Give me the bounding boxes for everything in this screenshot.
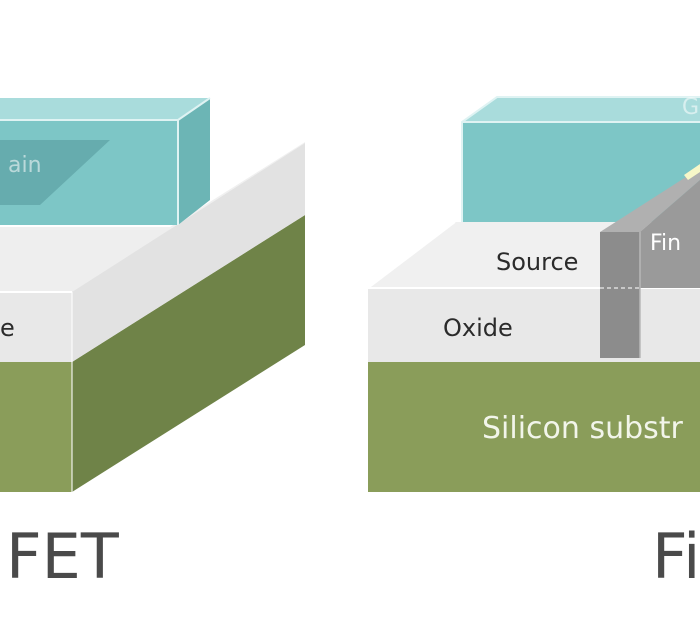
left-caption: FET	[6, 520, 120, 593]
right-oxide-label: Oxide	[443, 314, 513, 342]
right-substrate-label: Silicon substr	[482, 411, 684, 446]
left-substrate-side	[72, 215, 305, 492]
left-gate-side	[178, 98, 210, 225]
left-substrate-front	[0, 362, 72, 492]
right-fin-front	[600, 232, 640, 358]
right-fin-highlight	[684, 164, 700, 180]
right-gate-label: G	[682, 95, 699, 120]
right-gate-top	[462, 97, 700, 122]
right-source-label: Source	[496, 248, 578, 276]
left-drain-region	[0, 140, 110, 205]
left-oxide-label: e	[0, 314, 15, 342]
right-substrate-front	[368, 362, 700, 492]
right-oxide-front	[368, 288, 700, 362]
right-fin-label: Fin	[650, 231, 681, 256]
left-oxide-side	[72, 143, 305, 362]
planar-fet-diagram: ain e FET	[0, 97, 305, 593]
finfet-diagram: G Fin Source Oxide Silicon substr Fi	[367, 95, 700, 593]
left-gate-top	[0, 98, 210, 120]
left-oxide-top-fill	[0, 143, 305, 292]
right-caption: Fi	[652, 520, 700, 593]
right-fin-top	[600, 168, 700, 232]
left-oxide-front	[0, 292, 72, 362]
left-drain-label: ain	[8, 153, 42, 178]
right-fin-side	[640, 180, 700, 288]
